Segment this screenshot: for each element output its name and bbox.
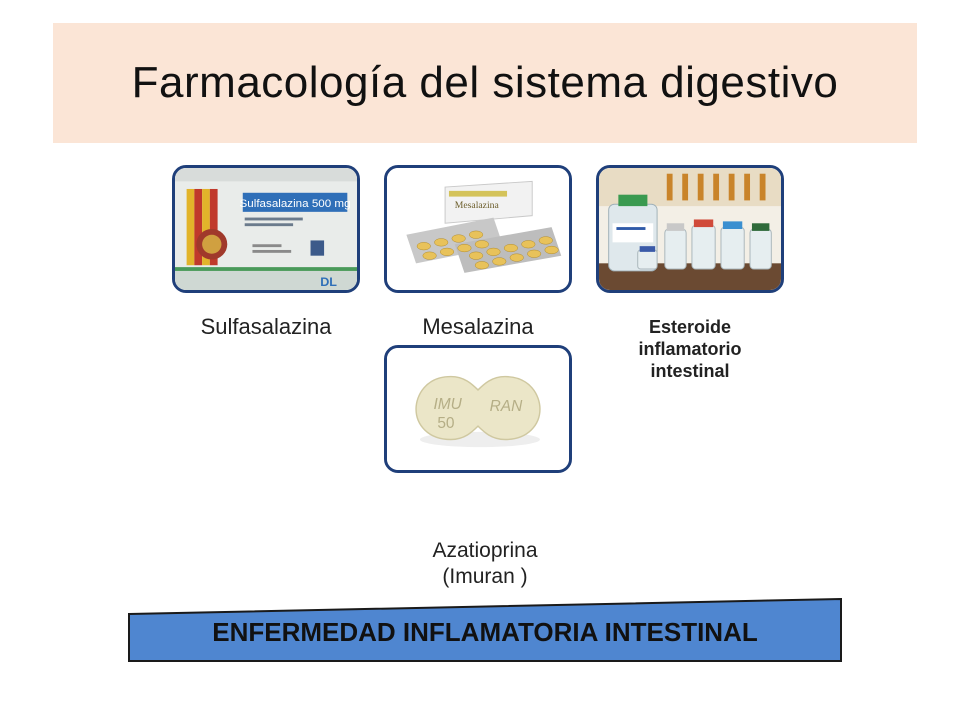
tablet-right-text: RAN [490, 398, 524, 415]
sulfasalazina-box-illustration: Sulfasalazina 500 mg DL [175, 168, 357, 290]
disease-banner-shape [128, 598, 842, 662]
sulfasalazina-label: Sulfasalazina [200, 314, 332, 339]
disease-banner-text: ENFERMEDAD INFLAMATORIA INTESTINAL [212, 616, 758, 647]
azatioprina-label: Azatioprina (Imuran ) [384, 538, 586, 590]
sulfasalazina-box-logo: DL [320, 275, 337, 289]
title-banner: Farmacología del sistema digestivo [53, 23, 917, 143]
disease-banner: ENFERMEDAD INFLAMATORIA INTESTINAL [128, 598, 842, 662]
azatioprina-label-line1: Azatioprina [432, 539, 538, 562]
mesalazina-box-text: Mesalazina [455, 200, 500, 211]
azatioprina-label-line2: (Imuran ) [442, 565, 528, 588]
mesalazina-image: Mesalazina [384, 165, 572, 293]
esteroide-vials-illustration [599, 168, 781, 290]
sulfasalazina-image: Sulfasalazina 500 mg DL [172, 165, 360, 293]
page-title: Farmacología del sistema digestivo [131, 58, 839, 107]
esteroide-image [596, 165, 784, 293]
azatioprina-tablet-illustration: IMU 50 RAN [387, 348, 569, 470]
azatioprina-image: IMU 50 RAN [384, 345, 572, 473]
sulfasalazina-box-text: Sulfasalazina 500 mg [240, 198, 351, 210]
tablet-left-number: 50 [437, 415, 454, 432]
mesalazina-label: Mesalazina [422, 314, 534, 339]
tablet-left-text: IMU [433, 396, 462, 413]
mesalazina-box-illustration: Mesalazina [387, 168, 569, 290]
esteroide-label: Esteroide inflamatorio intestinal [638, 317, 742, 381]
